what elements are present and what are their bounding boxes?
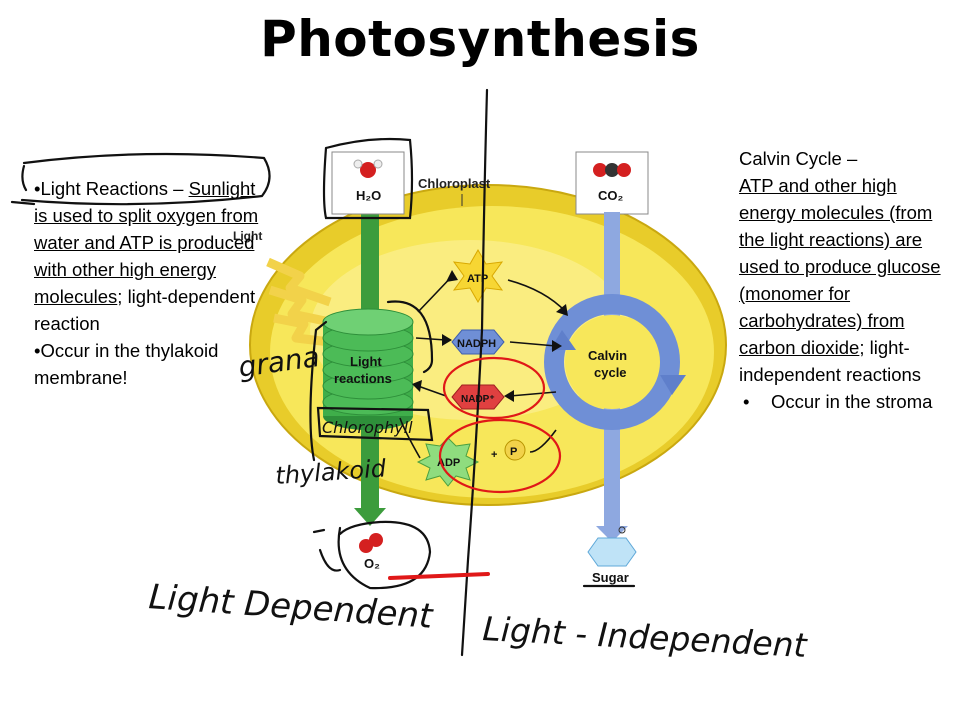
chloroplast-label: Chloroplast	[418, 176, 491, 191]
calvin-arrowhead-right	[660, 375, 686, 395]
water-molecule-h2	[373, 159, 383, 169]
nadp-red-circle	[442, 356, 546, 420]
nadph-hexagon	[451, 329, 505, 355]
light-label: Light	[233, 229, 262, 243]
water-arrow-head	[354, 508, 386, 526]
chlorophyll-handwriting: Chlorophyll	[322, 418, 413, 437]
left-text-box	[10, 152, 271, 206]
thylakoid-bullet-text: Occur in the thylakoid membrane!	[34, 340, 219, 388]
chlorophyll-box	[316, 406, 434, 442]
o2-circle	[337, 520, 432, 590]
stroma-bullet: • Occur in the stroma	[739, 388, 954, 415]
handwritten-annotations	[10, 88, 636, 657]
h2o-box	[331, 151, 405, 215]
light-reactions-label-1: Light	[350, 354, 382, 369]
light-reactions-text: •Light Reactions – Sunlight is used to s…	[34, 175, 264, 391]
sugar-o-atom	[618, 526, 626, 534]
light-reactions-tail: ; light-dependent reaction	[34, 286, 256, 334]
thylakoid-bullet: •Occur in the thylakoid membrane!	[34, 340, 219, 388]
nadph-label: NADPH	[457, 338, 496, 350]
h2o-box-circle	[322, 137, 414, 220]
bullet-dot: •	[743, 391, 750, 412]
light-reactions-heading: Light Reactions –	[40, 178, 189, 199]
transfer-arrowheads	[412, 270, 568, 402]
red-dash	[388, 572, 490, 580]
co2-molecule-o2	[617, 163, 631, 177]
co2-arrow-head	[596, 526, 628, 542]
calvin-label-2: cycle	[594, 365, 627, 380]
o2-atom-2	[369, 533, 383, 547]
water-molecule-h1	[353, 159, 363, 169]
calvin-heading: Calvin Cycle –	[739, 148, 858, 169]
sugar-label: Sugar	[592, 570, 629, 585]
atp-star	[452, 248, 504, 304]
o2-label: O₂	[364, 556, 380, 571]
calvin-tail: ; light-independent reactions	[739, 337, 922, 385]
adp-red-circle	[438, 418, 562, 494]
sugar-hexagon	[587, 537, 637, 567]
o2-dash	[312, 528, 326, 534]
h2o-label: H₂O	[356, 188, 381, 203]
atp-label: ATP	[467, 273, 488, 285]
calvin-label-1: Calvin	[588, 348, 627, 363]
co2-molecule-o1	[593, 163, 607, 177]
co2-molecule-c	[605, 163, 619, 177]
light-independent-handwriting: Light - Independent	[482, 609, 809, 665]
co2-box	[575, 151, 649, 215]
light-reactions-description: Sunlight is used to split oxygen from wa…	[34, 178, 259, 307]
phosphate-circle	[504, 439, 526, 461]
page-title: Photosynthesis	[260, 10, 700, 68]
thylakoid-stack	[322, 308, 414, 430]
o2-dash-2	[318, 548, 342, 572]
calvin-cycle-ring	[544, 294, 680, 430]
calvin-description: ATP and other high energy molecules (fro…	[739, 172, 954, 388]
water-molecule-o	[360, 162, 376, 178]
red-annotations	[388, 356, 562, 580]
calvin-cycle-inner	[565, 315, 659, 409]
divider-line	[460, 88, 489, 657]
p-label: P	[510, 446, 517, 458]
grana-bracket	[309, 300, 434, 462]
calvin-cycle-text: Calvin Cycle – ATP and other high energy…	[739, 145, 954, 415]
co2-label: CO₂	[598, 188, 624, 203]
adp-star	[416, 437, 480, 487]
sunlight-rays	[266, 257, 332, 347]
light-reactions-bullet: •Light Reactions – Sunlight is used to s…	[34, 178, 259, 334]
calvin-underlined: ATP and other high energy molecules (fro…	[739, 175, 941, 358]
stroma-bullet-text: Occur in the stroma	[771, 391, 933, 412]
light-reactions-label-2: reactions	[334, 371, 392, 386]
plus-label: +	[491, 449, 497, 461]
